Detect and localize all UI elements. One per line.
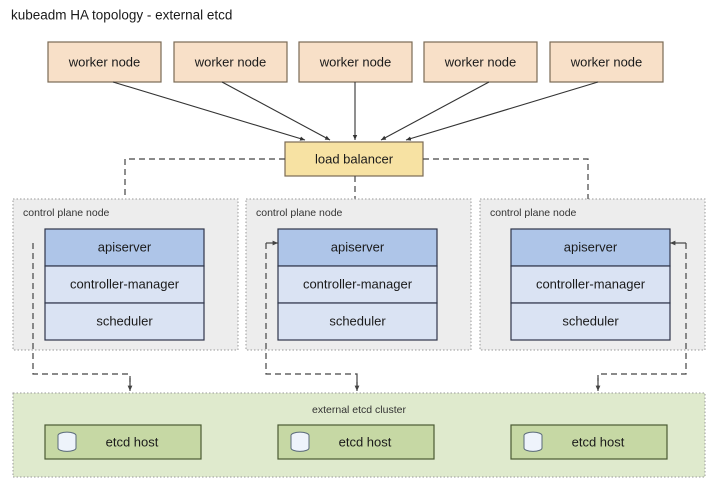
- database-cylinder-icon: [523, 431, 543, 452]
- worker-node-3[interactable]: worker node: [298, 41, 413, 83]
- etcd-host-label: etcd host: [572, 434, 625, 449]
- controller-manager-label: controller-manager: [536, 276, 646, 291]
- apiserver-label: apiserver: [331, 239, 385, 254]
- worker-node-label: worker node: [570, 54, 643, 69]
- controller-manager-label: controller-manager: [70, 276, 180, 291]
- etcd-host-label: etcd host: [106, 434, 159, 449]
- worker-node-label: worker node: [68, 54, 141, 69]
- control-plane-node-1[interactable]: control plane node apiserver controller-…: [12, 198, 239, 351]
- worker-node-5[interactable]: worker node: [549, 41, 664, 83]
- worker-node-label: worker node: [444, 54, 517, 69]
- database-cylinder-icon: [290, 431, 310, 452]
- control-plane-node-3[interactable]: control plane node apiserver controller-…: [479, 198, 706, 351]
- worker-node-4[interactable]: worker node: [423, 41, 538, 83]
- etcd-cluster-label: external etcd cluster: [312, 404, 406, 416]
- page-title: kubeadm HA topology - external etcd: [11, 8, 232, 23]
- apiserver-label: apiserver: [98, 239, 152, 254]
- scheduler-label: scheduler: [562, 313, 619, 328]
- scheduler-label: scheduler: [329, 313, 386, 328]
- scheduler-label: scheduler: [96, 313, 153, 328]
- control-plane-node-label: control plane node: [256, 207, 343, 219]
- worker-node-2[interactable]: worker node: [173, 41, 288, 83]
- worker-node-1[interactable]: worker node: [47, 41, 162, 83]
- etcd-edge-arrowheads: [127, 240, 686, 391]
- apiserver-label: apiserver: [564, 239, 618, 254]
- database-cylinder-icon: [57, 431, 77, 452]
- etcd-host-2[interactable]: etcd host: [277, 424, 435, 460]
- etcd-host-1[interactable]: etcd host: [44, 424, 202, 460]
- controller-manager-label: controller-manager: [303, 276, 413, 291]
- control-plane-node-label: control plane node: [490, 207, 577, 219]
- etcd-host-3[interactable]: etcd host: [510, 424, 668, 460]
- worker-node-label: worker node: [194, 54, 267, 69]
- control-plane-node-2[interactable]: control plane node apiserver controller-…: [245, 198, 472, 351]
- load-balancer-label: load balancer: [315, 151, 394, 166]
- worker-node-label: worker node: [319, 54, 392, 69]
- load-balancer-node[interactable]: load balancer: [284, 141, 424, 177]
- control-plane-node-label: control plane node: [23, 207, 110, 219]
- worker-to-lb-edges: [112, 81, 599, 141]
- etcd-host-label: etcd host: [339, 434, 392, 449]
